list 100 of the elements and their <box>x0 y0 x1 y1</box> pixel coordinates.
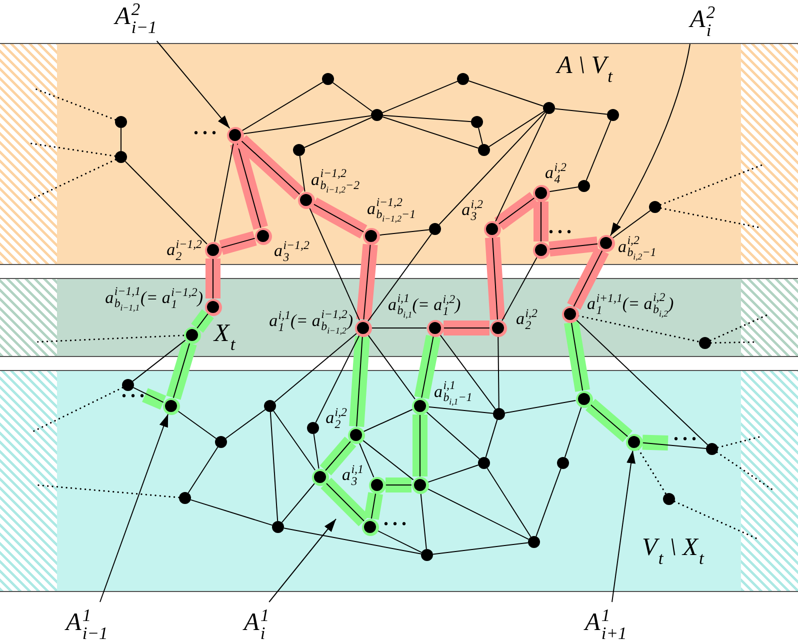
graph-edge <box>642 442 706 449</box>
dotted-edge <box>660 164 763 206</box>
graph-edge <box>536 468 562 537</box>
graph-edge <box>304 117 372 148</box>
vertex-dot <box>426 320 444 336</box>
highlighted-edge <box>219 231 257 255</box>
graph-edge <box>382 114 472 122</box>
graph-edge <box>270 412 278 522</box>
region-band <box>0 43 798 265</box>
ellipsis: ... <box>122 381 148 401</box>
highlighted-edge <box>548 236 598 257</box>
vertex-dot <box>532 184 550 202</box>
graph-edge <box>377 530 422 553</box>
graph-edge <box>332 82 373 112</box>
highlighted-edge <box>567 247 609 310</box>
graph-edge <box>468 80 544 107</box>
graph-edge <box>309 207 360 321</box>
graph-edge <box>498 336 500 408</box>
highlighted-edge <box>534 201 548 242</box>
graph-edge <box>576 319 708 446</box>
ellipsis: ... <box>548 217 576 237</box>
graph-edge <box>283 528 422 554</box>
graph-edge <box>378 229 430 236</box>
vertex-dot <box>362 518 378 536</box>
vertex-dot <box>184 326 200 344</box>
graph-edge <box>120 128 122 152</box>
region-band <box>0 370 798 592</box>
graph-edge <box>242 82 324 132</box>
graph-edge <box>504 400 576 414</box>
highlighted-edge <box>443 320 490 336</box>
vertex-dot <box>562 306 578 322</box>
graph-edge <box>438 112 546 226</box>
highlighted-edge <box>206 258 220 299</box>
graph-edge <box>315 335 360 424</box>
vertex-dot <box>368 476 386 494</box>
highlighted-edge <box>414 334 441 400</box>
highlighted-edge <box>356 244 378 320</box>
vertex-dot <box>204 242 222 258</box>
vertex-dot <box>412 398 428 414</box>
graph-edge <box>273 410 316 471</box>
graph-edge <box>382 116 479 149</box>
graph-edge <box>225 409 266 439</box>
highlighted-edge <box>412 414 428 477</box>
vertex-dot <box>204 298 222 316</box>
highlighted-edge <box>310 198 368 238</box>
vertex-dot <box>354 320 372 336</box>
graph-edge <box>382 80 458 114</box>
graph-edge <box>242 115 372 134</box>
graph-edge <box>428 464 479 483</box>
graph-edge <box>177 410 217 439</box>
graph-edge <box>313 433 320 470</box>
highlighted-edge <box>494 192 539 230</box>
graph-edge <box>495 112 547 222</box>
graph-edge <box>368 334 416 400</box>
highlighted-edge <box>230 141 268 230</box>
highlighted-edge <box>320 436 356 476</box>
graph-edge <box>190 499 273 526</box>
ellipsis: ... <box>194 118 220 138</box>
graph-edge <box>586 120 612 181</box>
dotted-edge <box>31 386 124 433</box>
vertex-dot <box>226 126 244 144</box>
vertex-dot <box>162 398 180 414</box>
highlighted-edge <box>191 309 214 333</box>
vertex-dot <box>254 228 272 244</box>
graph-edge <box>132 387 164 403</box>
highlighted-edge <box>364 492 383 520</box>
graph-edge <box>486 468 532 538</box>
highlighted-edge <box>320 478 370 526</box>
dotted-edge <box>34 334 184 343</box>
dotted-edge <box>29 158 116 201</box>
graph-edge <box>358 442 374 478</box>
highlighted-edge <box>236 135 305 200</box>
graph-edge <box>554 108 608 115</box>
dotted-edge <box>716 452 774 491</box>
graph-edge <box>368 233 432 322</box>
graph-edge <box>274 333 357 403</box>
highlighted-edge <box>586 398 668 450</box>
graph-edge <box>488 110 544 148</box>
graph-edge <box>426 411 480 460</box>
ellipsis: ... <box>384 509 410 529</box>
vertex-dot <box>484 220 500 238</box>
graph-edge <box>132 340 186 382</box>
graph-edge <box>420 493 427 550</box>
graph-edge <box>432 542 528 555</box>
vertex-dot <box>532 242 550 258</box>
ellipsis: ... <box>674 424 700 444</box>
leader-arrow <box>610 44 690 236</box>
graph-edge <box>440 334 496 410</box>
region-band <box>0 278 798 357</box>
vertex-dot <box>298 192 314 208</box>
vertex-dot <box>312 468 328 486</box>
dotted-edge <box>35 484 180 498</box>
highlighted-edge <box>142 341 197 410</box>
graph-edge <box>485 419 498 458</box>
graph-edge <box>363 409 413 432</box>
graph-edge <box>299 155 306 192</box>
graph-edge <box>188 446 218 494</box>
graph-edge <box>124 160 208 244</box>
graph-edge <box>281 483 315 523</box>
vertex-dot <box>576 390 592 408</box>
